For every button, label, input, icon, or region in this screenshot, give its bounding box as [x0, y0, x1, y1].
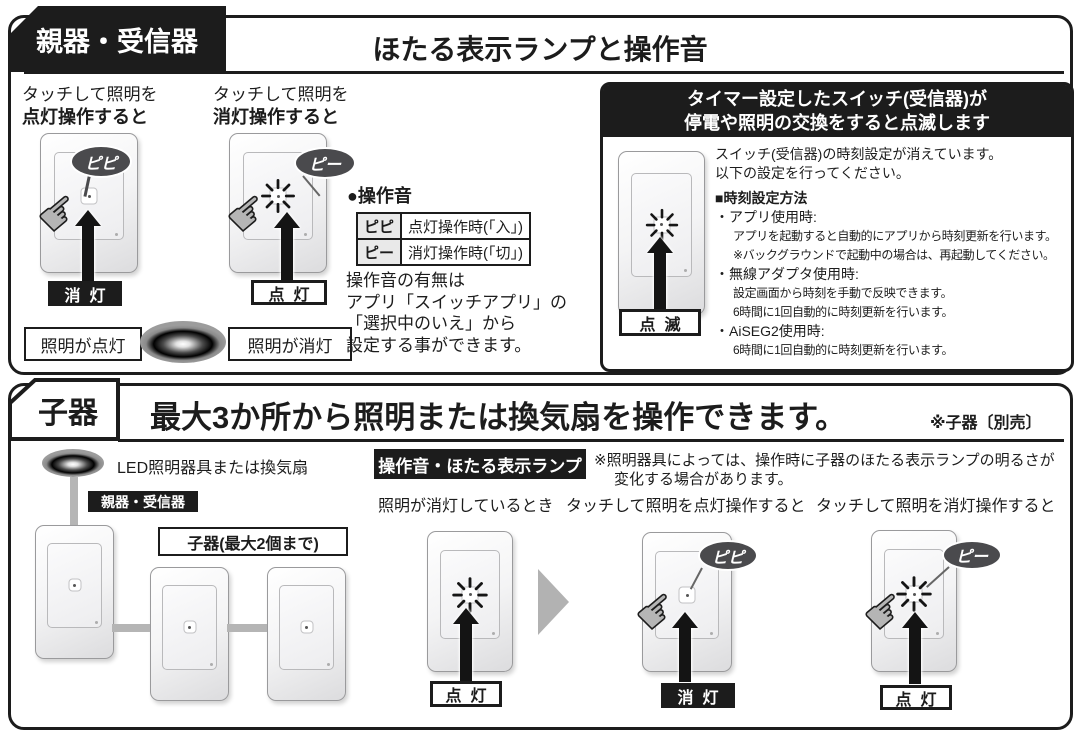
child-units-box: 子器(最大2個まで)	[158, 527, 348, 556]
panel2-tab-label: 子器	[38, 396, 98, 430]
timer-body-line: ・無線アダプタ使用時:	[715, 266, 859, 282]
sound-desc-cell: 点灯操作時(「入」)	[400, 212, 531, 240]
sound-note-line: アプリ「スイッチアプリ」の	[346, 292, 567, 312]
sound-note-line: 操作音の有無は	[346, 271, 465, 290]
hotaru-lamp-icon	[300, 620, 313, 634]
timer-body-line: ※バックグラウンドで起動中の場合は、再起動してください。	[733, 248, 1055, 262]
caption-touch-on-line2: 点灯操作すると	[22, 107, 148, 127]
timer-body-line: 設定画面から時刻を手動で反映できます。	[733, 286, 953, 300]
sound-note-line: 「選択中のいえ」から	[346, 314, 516, 333]
sound-bubble-pii: ピー	[944, 542, 1000, 568]
sound-note-line: 設定する事ができます。	[346, 335, 532, 355]
up-arrow-icon	[672, 612, 698, 682]
ops-note: ※照明器具によっては、操作時に子器のほたる表示ランプの明るさが 変化する場合があ…	[594, 451, 1055, 489]
switch-dot-mark	[114, 233, 118, 237]
switch-dot-mark	[94, 620, 98, 624]
lamp-state-label-blink: 点滅	[619, 309, 701, 336]
step2-caption: タッチして照明を点灯操作すると	[566, 498, 806, 515]
switch-dot-mark	[303, 233, 307, 237]
lamp-state-label-on: 点灯	[251, 280, 327, 305]
ops-heading-label: 操作音・ほたる表示ランプ	[374, 449, 586, 479]
lamp-state-label-off: 消灯	[48, 281, 122, 306]
switch-child-2	[267, 567, 346, 701]
hotaru-lamp-icon	[68, 578, 81, 592]
lamp-state-label-on: 点灯	[430, 681, 502, 707]
panel2-tab: 子器	[8, 378, 120, 441]
panel2-title: 最大3か所から照明または換気扇を操作できます。	[150, 400, 847, 435]
lamp-state-label-off: 消灯	[661, 683, 735, 708]
panel1-title: ほたる表示ランプと操作音	[372, 34, 708, 65]
switch-dot-mark	[936, 631, 940, 635]
timer-blink-box: タイマー設定したスイッチ(受信器)が 停電や照明の交換をすると点滅します 点滅 …	[600, 82, 1074, 372]
sound-heading: ●操作音	[347, 186, 412, 206]
sound-desc-cell: 消灯操作時(「切」)	[400, 238, 531, 266]
timer-body-line: 以下の設定を行ってください。	[715, 165, 910, 181]
wire-vertical	[70, 477, 78, 527]
timer-box-header: タイマー設定したスイッチ(受信器)が 停電や照明の交換をすると点滅します	[603, 85, 1071, 137]
ceiling-light-icon	[140, 321, 226, 363]
table-row: ピー 消灯操作時(「切」)	[356, 238, 531, 266]
result-light-on-box: 照明が点灯	[24, 327, 142, 361]
wire-horizontal	[112, 624, 150, 632]
sound-bubble-pipi: ピピ	[700, 542, 756, 569]
up-arrow-icon	[75, 210, 101, 282]
switch-parent-diagram	[35, 525, 114, 659]
hotaru-lamp-icon	[678, 586, 696, 604]
timer-body-line: ・AiSEG2使用時:	[715, 323, 825, 339]
hotaru-lamp-icon	[269, 187, 287, 205]
sound-note: 操作音の有無は アプリ「スイッチアプリ」の 「選択中のいえ」から 設定する事がで…	[346, 270, 567, 356]
sound-table: ピピ 点灯操作時(「入」) ピー 消灯操作時(「切」)	[356, 212, 531, 266]
lamp-state-label-on: 点灯	[880, 685, 952, 710]
hotaru-lamp-icon	[905, 585, 923, 603]
switch-dot-mark	[684, 268, 687, 272]
panel1-header-divider	[24, 71, 1064, 74]
timer-body-line: アプリを起動すると自動的にアプリから時刻更新を行います。	[733, 229, 1057, 243]
step3-caption: タッチして照明を消灯操作すると	[816, 498, 1056, 515]
timer-header-line2: 停電や照明の交換をすると点滅します	[684, 113, 990, 133]
timer-body-line: 6時間に1回自動的に時刻更新を行います。	[733, 343, 954, 357]
transition-arrow-icon	[538, 569, 569, 635]
caption-touch-on-line1: タッチして照明を	[22, 85, 158, 104]
sound-bubble-pipi: ピピ	[72, 147, 130, 176]
timer-body-line: スイッチ(受信器)の時刻設定が消えています。	[715, 146, 1003, 162]
hotaru-lamp-icon	[653, 216, 670, 234]
up-arrow-icon	[902, 612, 928, 684]
panel2-header-divider	[118, 439, 1064, 442]
panel1-tab-label: 親器・受信器	[36, 26, 198, 57]
wire-horizontal	[227, 624, 267, 632]
timer-body-line: 6時間に1回自動的に時刻更新を行います。	[733, 305, 954, 319]
hotaru-lamp-icon	[183, 620, 196, 634]
switch-child-1	[150, 567, 229, 701]
sound-name-cell: ピー	[356, 238, 402, 266]
light-label: LED照明器具または換気扇	[117, 460, 309, 477]
up-arrow-icon	[453, 608, 479, 682]
ceiling-light-icon	[42, 449, 104, 477]
caption-touch-on: タッチして照明を 点灯操作すると	[22, 84, 158, 129]
up-arrow-icon	[647, 237, 673, 309]
caption-touch-off: タッチして照明を 消灯操作すると	[213, 84, 349, 129]
timer-body: スイッチ(受信器)の時刻設定が消えています。 以下の設定を行ってください。 ■時…	[715, 145, 1065, 360]
ops-note-line2: 変化する場合があります。	[614, 471, 793, 488]
up-arrow-icon	[274, 212, 300, 282]
sound-name-cell: ピピ	[356, 212, 402, 240]
caption-touch-off-line1: タッチして照明を	[213, 85, 349, 104]
switch-dot-mark	[326, 662, 330, 666]
caption-touch-off-line2: 消灯操作すると	[213, 107, 339, 127]
result-light-off-box: 照明が消灯	[228, 327, 352, 361]
switch-dot-mark	[492, 631, 496, 635]
table-row: ピピ 点灯操作時(「入」)	[356, 212, 531, 240]
panel2-title-note: ※子器〔別売〕	[930, 415, 1042, 432]
timer-body-heading: ■時刻設定方法	[715, 190, 808, 206]
panel2-tab-shape	[8, 378, 120, 441]
switch-dot-mark	[209, 662, 213, 666]
parent-receiver-label: 親器・受信器	[88, 491, 198, 512]
timer-body-line: ・アプリ使用時:	[715, 209, 817, 225]
timer-header-line1: タイマー設定したスイッチ(受信器)が	[687, 89, 987, 109]
sound-bubble-pii: ピー	[296, 149, 354, 177]
switch-dot-mark	[710, 632, 714, 636]
step1-caption: 照明が消灯しているとき	[378, 498, 554, 515]
panel1-tab: 親器・受信器	[8, 6, 226, 72]
hotaru-lamp-icon	[461, 586, 479, 604]
ops-note-line1: ※照明器具によっては、操作時に子器のほたる表示ランプの明るさが	[594, 452, 1055, 469]
